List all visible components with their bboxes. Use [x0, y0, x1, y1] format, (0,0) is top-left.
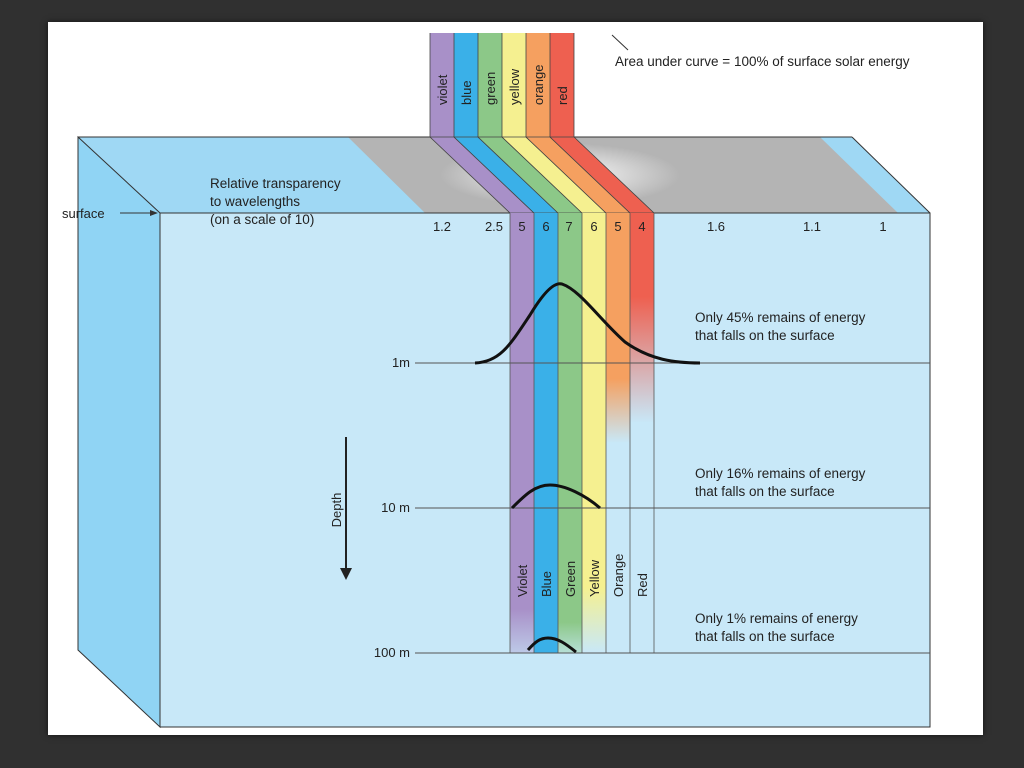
side-band-label: Violet [515, 564, 530, 597]
energy-note-line: that falls on the surface [695, 484, 835, 499]
incoming-light-bands [429, 33, 575, 137]
side-band-label: Red [635, 573, 650, 597]
band-yellow [582, 213, 606, 653]
top-band-label: red [555, 86, 570, 105]
slide: Area under curve = 100% of surface solar… [48, 22, 983, 735]
transparency-value: 6 [590, 219, 597, 234]
transparency-value: 6 [542, 219, 549, 234]
energy-note-line: Only 45% remains of energy [695, 310, 866, 325]
surface-right-water [820, 137, 930, 213]
side-band-label: Blue [539, 571, 554, 597]
water-side-face [77, 135, 161, 729]
depth-label: 1m [392, 355, 410, 370]
transparency-value: 2.5 [485, 219, 503, 234]
top-band-label: green [483, 72, 498, 105]
depth-axis-label: Depth [329, 493, 344, 528]
energy-note-line: that falls on the surface [695, 328, 835, 343]
top-band-label: blue [459, 80, 474, 105]
top-band-label: yellow [507, 68, 522, 105]
top-band-label: orange [531, 65, 546, 105]
energy-note-line: Only 1% remains of energy [695, 611, 858, 626]
depth-label: 10 m [381, 500, 410, 515]
energy-note-line: Only 16% remains of energy [695, 466, 866, 481]
top-band-label: violet [435, 74, 450, 105]
band-violet [510, 213, 534, 653]
transparency-value: 1.2 [433, 219, 451, 234]
transparency-value: 1.1 [803, 219, 821, 234]
caption-pointer [611, 34, 629, 51]
side-band-label: Green [563, 561, 578, 597]
energy-curve-100m [526, 636, 577, 654]
surface-pointer-head [150, 210, 158, 216]
transparency-value: 7 [565, 219, 572, 234]
side-band-label: Yellow [587, 559, 602, 597]
energy-curve-10m [510, 483, 601, 510]
transparency-label-line: to wavelengths [210, 194, 300, 209]
transparency-value: 4 [638, 219, 645, 234]
transparency-label-line: Relative transparency [210, 176, 341, 191]
transparency-value: 5 [614, 219, 621, 234]
energy-curve-1m [474, 282, 701, 365]
side-band-label: Orange [611, 554, 626, 597]
caption-text: Area under curve = 100% of surface solar… [615, 54, 910, 69]
energy-note-line: that falls on the surface [695, 629, 835, 644]
refracted-bands [428, 136, 656, 214]
underwater-bands [509, 213, 655, 653]
surface-left-water [78, 137, 425, 213]
depth-arrow-head [340, 568, 352, 580]
transparency-value: 1.6 [707, 219, 725, 234]
band-red [630, 213, 654, 423]
depth-label: 100 m [374, 645, 410, 660]
transparency-label-line: (on a scale of 10) [210, 212, 314, 227]
surface-label: surface [62, 206, 105, 221]
transparency-value: 5 [518, 219, 525, 234]
light-penetration-diagram: Area under curve = 100% of surface solar… [62, 33, 931, 729]
transparency-value: 1 [879, 219, 886, 234]
